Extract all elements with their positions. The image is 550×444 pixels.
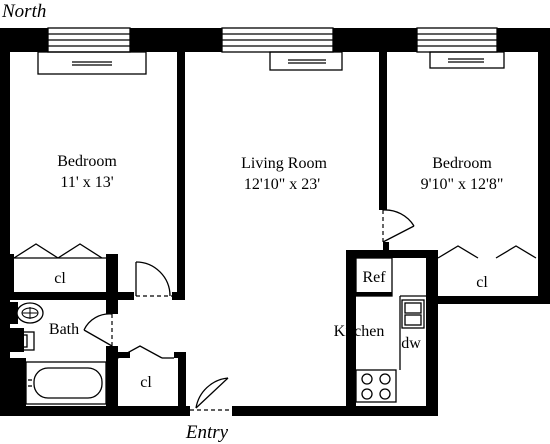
wall-bedroom-left-bottom (0, 292, 134, 300)
window-living (221, 27, 343, 71)
bifold-door-left-2 (57, 243, 103, 259)
toilet-icon (10, 302, 44, 324)
wall-kitchen-left (346, 250, 356, 416)
bifold-door-bath-closet (117, 345, 163, 359)
bath-fixtures (10, 302, 107, 406)
wall-top-mid-right (333, 28, 417, 52)
bifold-door-left-1 (13, 243, 59, 259)
compass-label: North (1, 1, 46, 22)
sink-icon (10, 328, 35, 352)
wall-closet-right-bottom (426, 296, 550, 304)
bedroom-left-name: Bedroom (57, 153, 117, 170)
wall-bedroom-right-bottom-left (387, 250, 438, 258)
closet-left-label: cl (54, 270, 66, 287)
wall-bath-post-top (106, 300, 118, 314)
closet-right-label: cl (476, 274, 488, 291)
wall-kitchen-top (346, 250, 392, 258)
living-room-size: 12'10" x 23' (244, 176, 320, 193)
wall-top-mid-left (130, 28, 222, 52)
ref-label: Ref (362, 269, 386, 286)
wall-bath-post-bottom (106, 346, 118, 416)
wall-closet-bath-right (178, 352, 186, 416)
closet-left-post-left (10, 254, 14, 292)
kitchen-sink-icon (401, 299, 425, 329)
kitchen-fixtures (355, 257, 426, 403)
dishwasher-label: dw (401, 335, 421, 352)
wall-partition-right (379, 52, 387, 210)
wall-bedroom-right-bottom-right (538, 250, 550, 258)
door-bedroom-right (382, 209, 415, 243)
closet-doors (13, 243, 537, 359)
wall-bottom-left (0, 406, 190, 416)
wall-kitchen-right (426, 250, 438, 416)
bath-label: Bath (49, 321, 79, 338)
kitchen-label: Kitchen (334, 323, 385, 340)
closet-bath-label: cl (140, 374, 152, 391)
bathtub-icon (25, 361, 107, 405)
wall-right (538, 28, 550, 304)
door-bedroom-left (135, 261, 172, 297)
bedroom-left-size: 11' x 13' (60, 174, 113, 191)
bedroom-right-name: Bedroom (432, 155, 492, 172)
bifold-door-right-2 (495, 245, 537, 259)
entry-label: Entry (185, 422, 229, 443)
wall-left (0, 28, 10, 416)
wall-bottom-right (232, 406, 438, 416)
door-entry (190, 377, 232, 411)
walls (0, 28, 550, 416)
bedroom-right-size: 9'10" x 12'8" (421, 176, 504, 193)
windows (37, 27, 505, 75)
door-bath (83, 313, 113, 347)
wall-partition-left (177, 52, 185, 300)
stove-icon (355, 369, 397, 403)
swing-doors (83, 209, 415, 411)
window-bedroom-left (37, 27, 147, 75)
wall-door-post (383, 242, 389, 252)
refrigerator-base (356, 292, 392, 296)
closet-left-post-right (106, 254, 118, 300)
wall-bedroom-left-bottom-right (172, 292, 185, 300)
window-bedroom-right (416, 27, 505, 69)
bifold-door-right-1 (437, 245, 479, 259)
bath-tub-wall (10, 358, 26, 406)
living-room-name: Living Room (241, 155, 327, 172)
